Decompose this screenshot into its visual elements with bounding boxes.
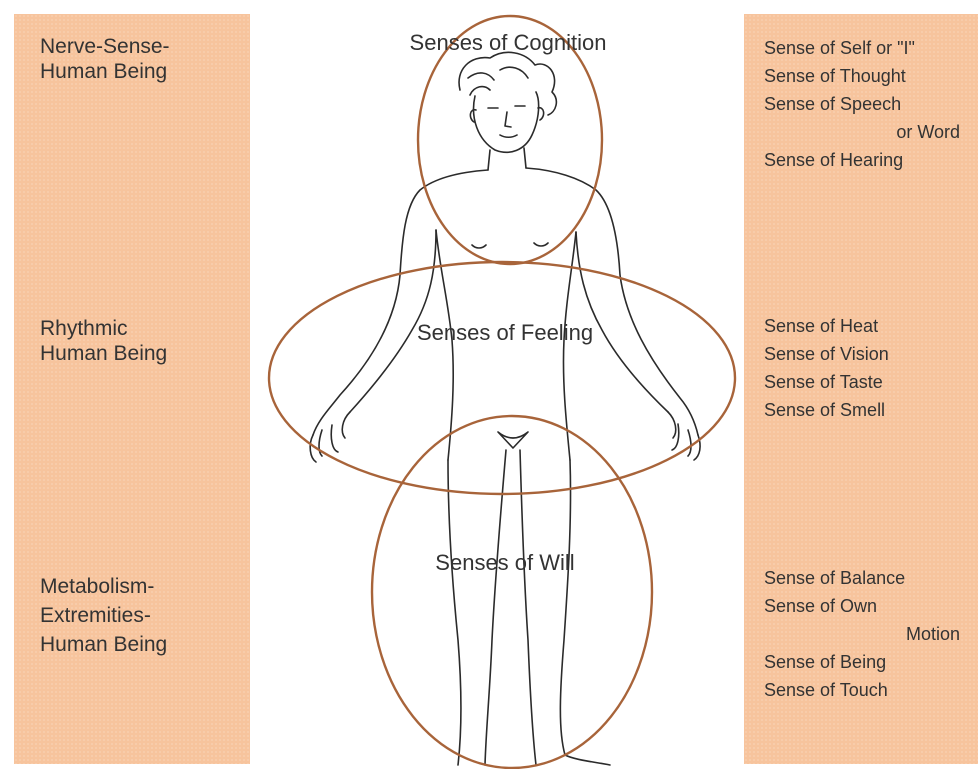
right-leg-outer <box>560 460 610 765</box>
right-leg-inner <box>520 450 536 765</box>
right-arm-outer <box>526 168 698 435</box>
neck <box>488 148 526 170</box>
hair-strands <box>468 67 528 95</box>
will-zone-ellipse <box>372 416 652 768</box>
left-leg-outer <box>448 460 461 765</box>
zone-ellipses <box>269 16 735 768</box>
feeling-zone-label: Senses of Feeling <box>417 320 593 346</box>
mouth <box>500 135 517 137</box>
chest-marks <box>472 243 548 248</box>
will-zone-label: Senses of Will <box>435 550 574 576</box>
cognition-zone-label: Senses of Cognition <box>410 30 607 56</box>
eyes <box>488 106 525 108</box>
left-arm-outer <box>313 170 488 435</box>
right-hand <box>668 412 700 460</box>
left-leg-inner <box>485 450 506 765</box>
nose <box>505 112 511 127</box>
left-hand <box>310 412 350 462</box>
pelvis <box>498 432 528 448</box>
